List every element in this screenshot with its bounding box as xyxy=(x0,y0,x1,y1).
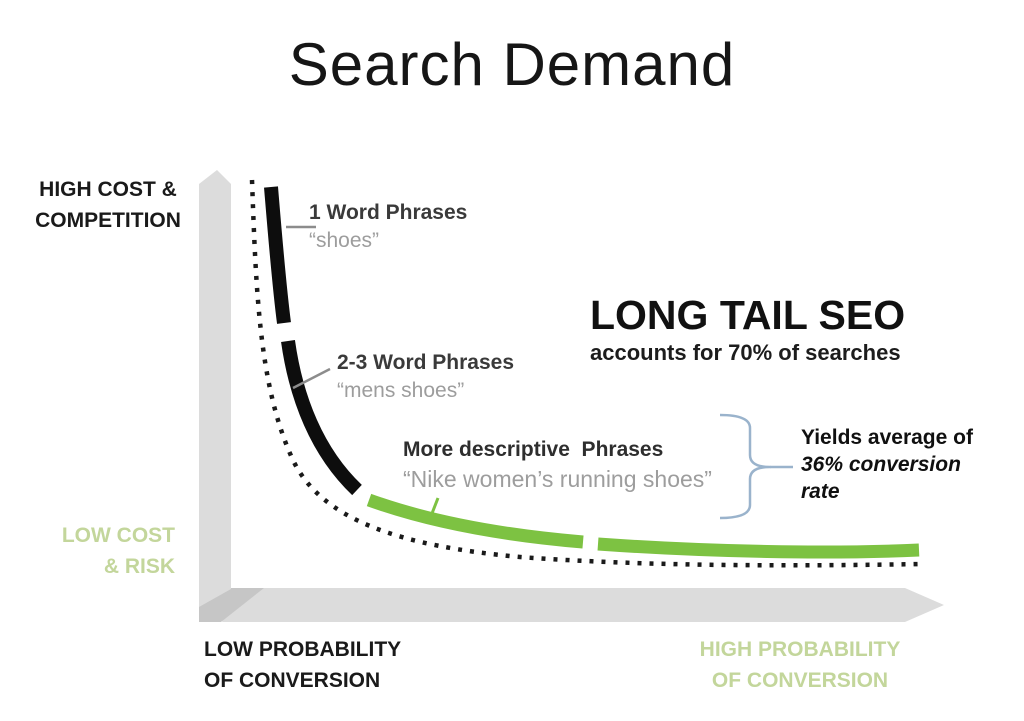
label-two-three-word-example: “mens shoes” xyxy=(337,379,465,402)
conversion-callout: Yields average of 36% conversion rate xyxy=(801,424,1001,505)
label-one-word-phrases: 1 Word Phrases “shoes” xyxy=(309,201,467,253)
conversion-callout-intro: Yields average of xyxy=(801,426,973,449)
conversion-bracket xyxy=(719,413,772,520)
long-tail-heading: LONG TAIL SEO xyxy=(590,292,906,338)
y-axis-bar xyxy=(199,170,231,607)
segment-descriptive-bar-left xyxy=(366,493,584,549)
x-axis-low-label: LOW PROBABILITY OF CONVERSION xyxy=(204,638,402,692)
x-axis-bar xyxy=(222,588,944,622)
segment-one-word-bar xyxy=(264,186,291,324)
long-tail-callout: LONG TAIL SEO accounts for 70% of search… xyxy=(590,293,920,366)
leader-two-three-word xyxy=(292,367,331,390)
x-axis-high-label: HIGH PROBABILITY OF CONVERSION xyxy=(699,638,901,692)
label-two-three-word-phrases: 2-3 Word Phrases “mens shoes” xyxy=(337,351,514,403)
conversion-callout-value: 36% conversion rate xyxy=(801,453,961,503)
label-one-word-phrase-text: 1 Word Phrases xyxy=(309,201,468,224)
label-descriptive-phrase-text: More descriptive Phrases xyxy=(403,438,664,461)
label-descriptive-example: “Nike women’s running shoes” xyxy=(403,466,712,492)
axis-corner-miter xyxy=(199,588,264,622)
label-one-word-example: “shoes” xyxy=(309,229,380,252)
demand-curve-dotted xyxy=(249,179,926,568)
segment-two-three-word-bar xyxy=(281,340,362,496)
y-axis-low-label: LOW COST & RISK xyxy=(61,524,175,578)
long-tail-subheading: accounts for 70% of searches xyxy=(590,340,901,365)
y-axis-high-label: HIGH COST & COMPETITION xyxy=(35,178,181,232)
segment-descriptive-bar-right xyxy=(597,537,920,559)
label-two-three-word-phrase-text: 2-3 Word Phrases xyxy=(337,351,515,374)
label-descriptive-phrases: More descriptive Phrases “Nike women’s r… xyxy=(403,438,712,493)
page-title: Search Demand xyxy=(288,31,736,98)
leader-descriptive xyxy=(429,497,440,517)
